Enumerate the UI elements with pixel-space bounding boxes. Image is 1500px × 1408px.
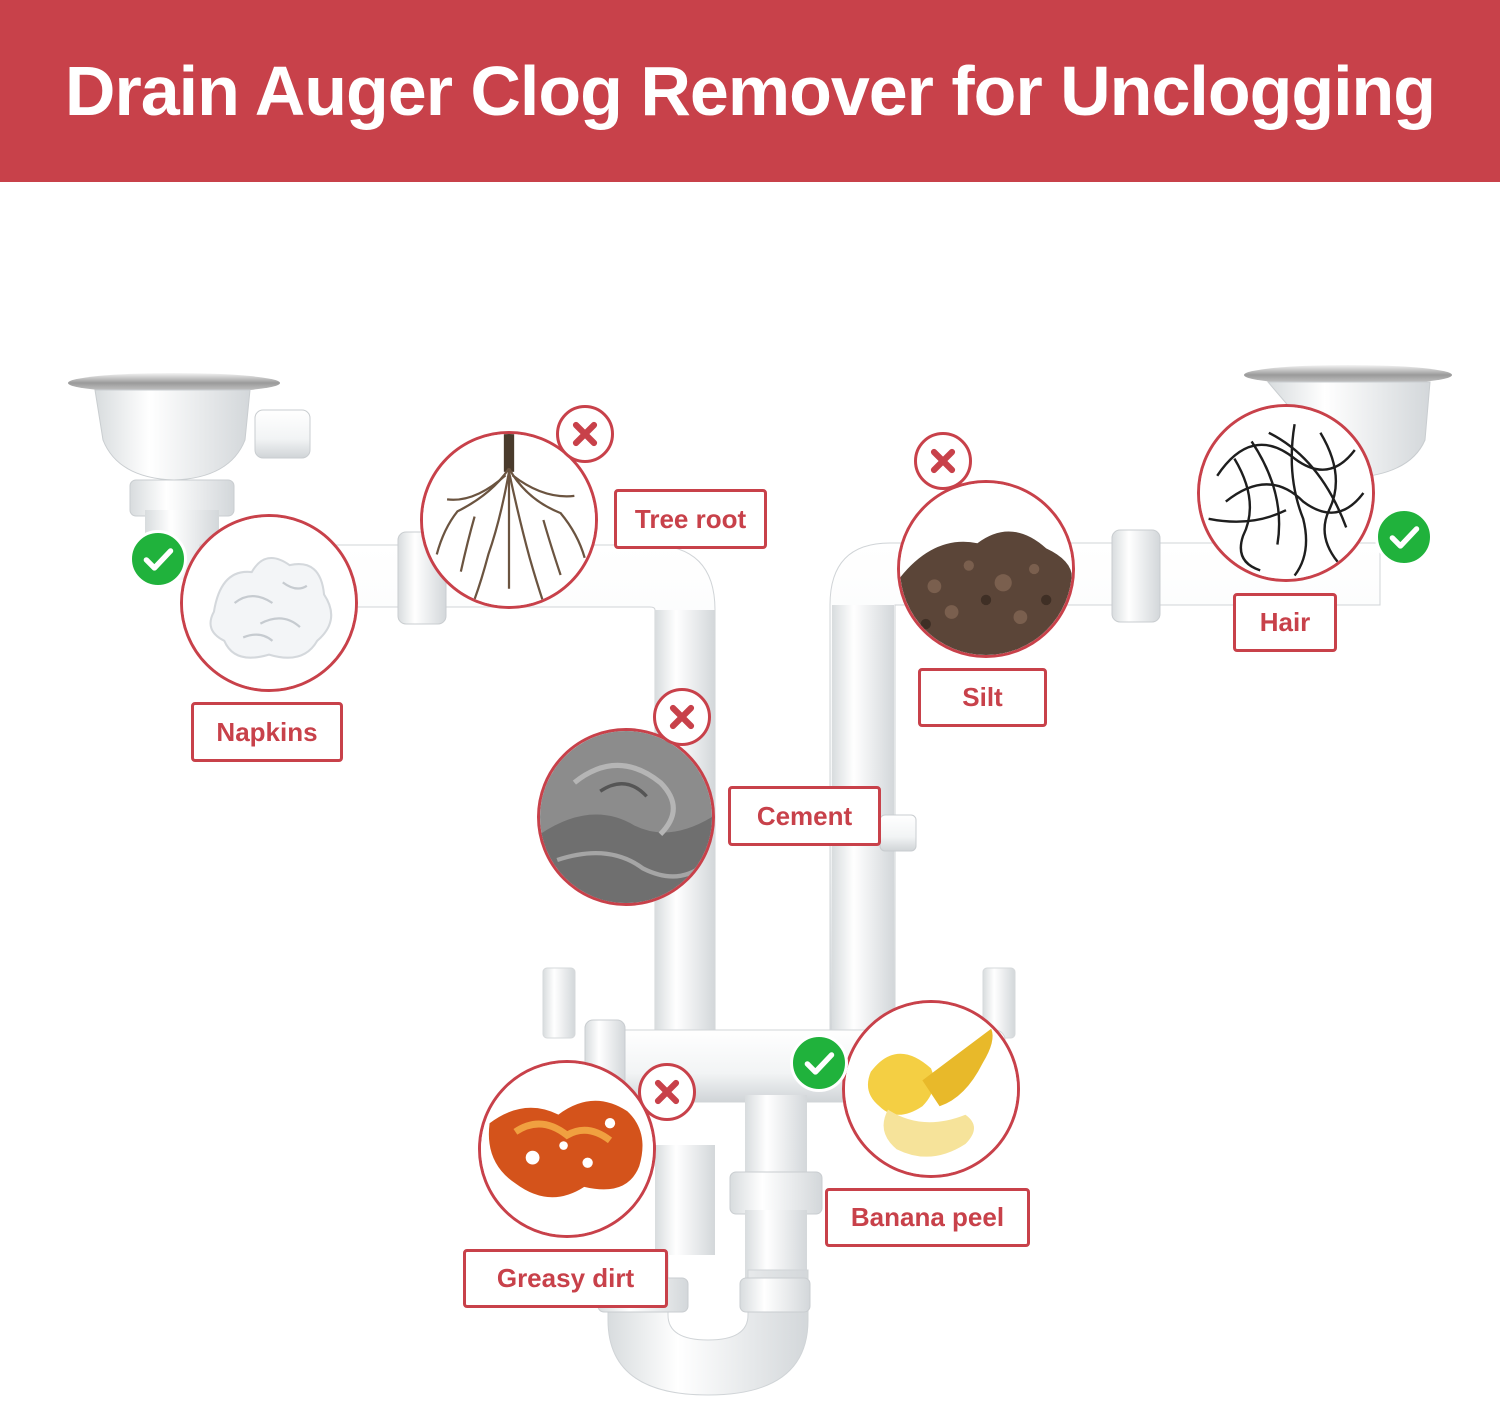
cement-cross-icon bbox=[653, 688, 711, 746]
napkins-circle bbox=[180, 514, 358, 692]
page-title: Drain Auger Clog Remover for Unclogging bbox=[64, 52, 1436, 130]
banana-peel-label: Banana peel bbox=[825, 1188, 1030, 1247]
silt-circle bbox=[897, 480, 1075, 658]
napkin-image bbox=[183, 517, 355, 689]
napkins-check-icon bbox=[129, 530, 187, 588]
tree-root-label: Tree root bbox=[614, 489, 767, 549]
hair-label: Hair bbox=[1233, 593, 1337, 652]
greasy-dirt-label: Greasy dirt bbox=[463, 1249, 668, 1308]
greasy-dirt-cross-icon bbox=[638, 1063, 696, 1121]
tree-root-image bbox=[423, 434, 595, 606]
greasy-dirt-circle bbox=[478, 1060, 656, 1238]
napkins-label: Napkins bbox=[191, 702, 343, 762]
banana-peel-circle bbox=[842, 1000, 1020, 1178]
silt-cross-icon bbox=[914, 432, 972, 490]
hair-image bbox=[1200, 407, 1372, 579]
hair-circle bbox=[1197, 404, 1375, 582]
silt-label: Silt bbox=[918, 668, 1047, 727]
tree-root-circle bbox=[420, 431, 598, 609]
cement-image bbox=[540, 731, 712, 903]
silt-image bbox=[900, 483, 1072, 655]
cement-circle bbox=[537, 728, 715, 906]
cement-label: Cement bbox=[728, 786, 881, 846]
hair-check-icon bbox=[1375, 508, 1433, 566]
tree-root-cross-icon bbox=[556, 405, 614, 463]
title-banner: Drain Auger Clog Remover for Unclogging bbox=[0, 0, 1500, 182]
banana-peel-check-icon bbox=[790, 1034, 848, 1092]
banana-peel-image bbox=[845, 1003, 1017, 1175]
greasy-dirt-image bbox=[481, 1063, 653, 1235]
